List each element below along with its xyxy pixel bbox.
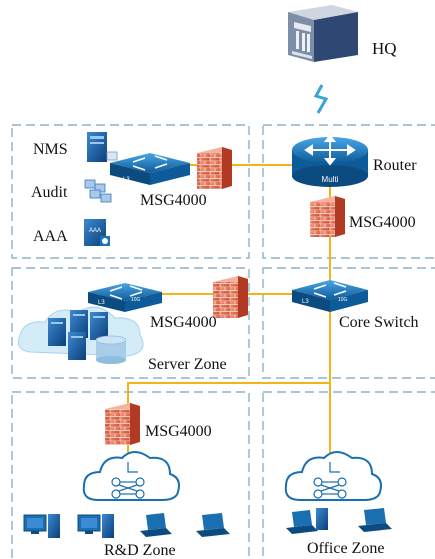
rd-desktop-2-icon xyxy=(77,514,114,538)
server-firewall-label: MSG4000 xyxy=(150,314,217,331)
aaa-label: AAA xyxy=(33,228,68,245)
rd-firewall-icon xyxy=(105,403,140,445)
management-firewall-label: MSG4000 xyxy=(140,192,207,209)
wan-link-icon xyxy=(313,84,329,114)
rd-desktop-1-icon xyxy=(23,514,60,538)
aaa-server-badge: AAA xyxy=(89,228,101,234)
server-switch-speed: 10G xyxy=(131,297,141,303)
office-desktop-icon xyxy=(316,508,328,530)
management-switch-icon xyxy=(110,153,190,185)
audit-icon xyxy=(84,179,112,203)
office-laptop-1-icon xyxy=(286,510,318,534)
core-zone-box xyxy=(262,267,435,379)
server-firewall-icon xyxy=(213,276,248,318)
office-laptop-2-icon xyxy=(358,508,392,532)
router-icon xyxy=(292,134,368,187)
office-zone-label: Office Zone xyxy=(307,540,385,557)
rd-laptop-2-icon xyxy=(196,513,230,537)
aaa-server-icon xyxy=(84,219,110,246)
rd-zone-box xyxy=(11,391,250,558)
core-switch-badge: L3 xyxy=(302,299,309,305)
server-zone-label: Server Zone xyxy=(148,356,227,373)
nms-server-icon xyxy=(87,132,118,162)
office-zone-box xyxy=(262,391,435,558)
server-zone-box xyxy=(11,267,250,379)
rd-firewall-label: MSG4000 xyxy=(145,423,212,440)
management-firewall-icon xyxy=(197,147,232,189)
hq-label: HQ xyxy=(372,39,397,58)
wan-zone-box xyxy=(262,124,435,259)
management-zone-box xyxy=(11,124,250,259)
core-switch-label: Core Switch xyxy=(339,314,419,331)
storage-icon xyxy=(95,335,127,364)
zone-boxes xyxy=(11,124,435,558)
core-switch-speed: 10G xyxy=(338,297,348,303)
hq-building-icon xyxy=(288,5,358,62)
server-switch-badge: L3 xyxy=(98,300,105,306)
server-switch-icon xyxy=(88,283,162,312)
router-badge: Multi xyxy=(322,175,339,184)
rd-cloud-icon xyxy=(82,451,180,501)
router-firewall-icon xyxy=(310,196,345,237)
router-firewall-label: MSG4000 xyxy=(349,214,416,231)
core-switch-icon xyxy=(292,280,368,312)
server-rack-icon xyxy=(48,310,108,360)
router-label: Router xyxy=(373,157,417,174)
rd-laptop-1-icon xyxy=(140,513,172,537)
management-switch-badge: L3 xyxy=(123,177,130,183)
office-cloud-icon xyxy=(284,451,382,501)
audit-label: Audit xyxy=(31,184,68,201)
rd-zone-label: R&D Zone xyxy=(104,542,176,559)
nms-label: NMS xyxy=(33,141,68,158)
